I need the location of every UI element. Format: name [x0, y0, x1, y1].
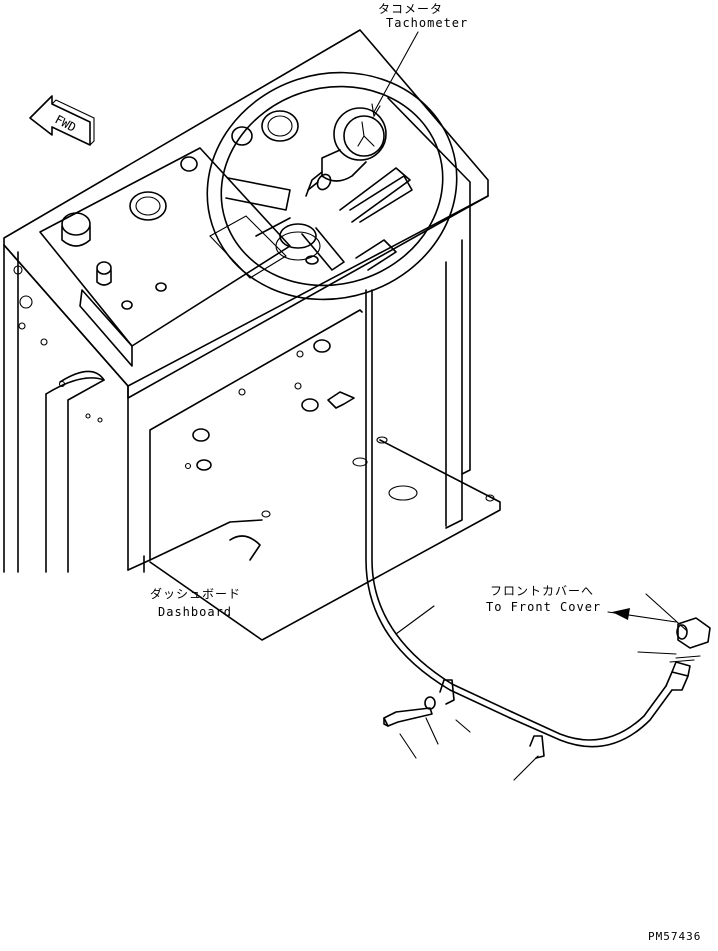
dashboard-label-jp: ダッシュボード — [150, 587, 242, 601]
tachometer-label-jp: タコメータ — [378, 2, 444, 16]
front-cover-label-jp: フロントカバーへ — [490, 584, 595, 598]
tachometer-gauge — [305, 107, 387, 197]
front-cover-fitting — [669, 617, 711, 663]
dashboard-gauges — [61, 110, 355, 471]
drawing-number: PM57436 — [648, 930, 702, 943]
leader-lines — [371, 31, 687, 781]
tachometer-label-en: Tachometer — [386, 16, 469, 30]
front-cover-label-en: To Front Cover — [486, 600, 602, 614]
fwd-arrow-icon: FWD — [29, 95, 95, 146]
tachometer-cable — [365, 289, 691, 748]
cable-clamps — [439, 679, 545, 759]
fwd-label: FWD — [53, 112, 79, 135]
dashboard-label-en: Dashboard — [158, 605, 233, 619]
bolt-and-washer — [383, 696, 436, 727]
